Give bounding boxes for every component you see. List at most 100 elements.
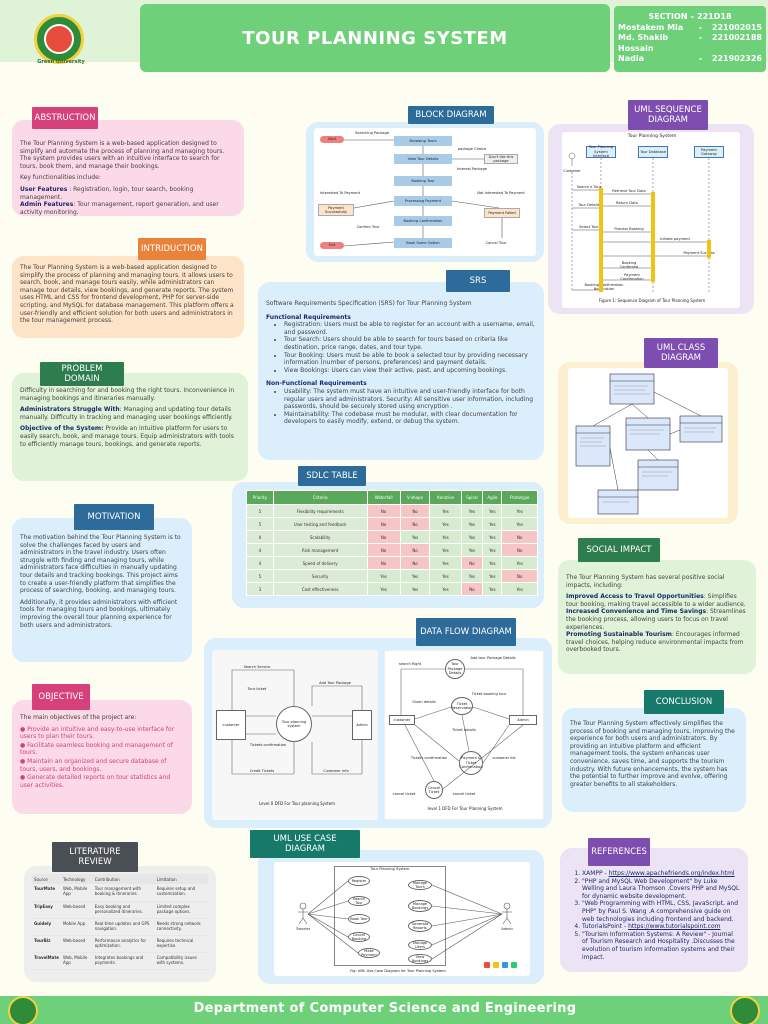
use-case: Make Payment <box>358 948 380 958</box>
abstract-card: The Tour Planning System is a web-based … <box>12 120 244 216</box>
system-boundary <box>334 866 446 966</box>
objective-label: OBJECTIVE <box>32 684 90 710</box>
classdiag-label: UML CLASS DIAGRAM <box>644 338 718 368</box>
usecase-label: UML USE CASE DIAGRAM <box>250 830 360 858</box>
diagram-node: Booking Tour <box>394 176 452 186</box>
dfd0-arrows <box>231 669 363 775</box>
diagram-node: Tour planning system <box>276 706 312 742</box>
use-case: Cancel Booking <box>348 932 370 942</box>
sdlc-label: SDLC TABLE <box>298 466 366 486</box>
decor-icon <box>493 962 499 968</box>
footer-logo-right <box>730 996 760 1024</box>
lifeline: Tour Planning System Interface <box>586 145 616 158</box>
system-title: Tour Planning System <box>370 866 410 871</box>
decor-icon <box>502 962 508 968</box>
diagram-node: Book Some Option <box>394 238 452 248</box>
block-diagram-label: BLOCK DIAGRAM <box>408 106 494 124</box>
dfd-level0-diagram: Tour planning system customer Admin Sear… <box>212 650 378 820</box>
problem-label: PROBLEM DOMAIN <box>40 362 124 386</box>
list-item: Increased Convenience and Time Savings: … <box>566 608 746 631</box>
decor-icon <box>511 962 517 968</box>
list-item: Tour Booking: Users must be able to book… <box>284 352 536 367</box>
motivation-card: The motivation behind the Tour Planning … <box>12 518 192 662</box>
objective-card: The main objectives of the project are: … <box>12 700 192 814</box>
reference-link[interactable]: https://www.apachefriends.org/index.html <box>608 870 735 877</box>
actor-label: Customer <box>563 168 581 173</box>
dataflow-card: Tour planning system customer Admin Sear… <box>204 638 552 828</box>
diagram-node: Admin <box>352 710 372 740</box>
logo-emblem-icon <box>44 24 74 54</box>
use-case: View Bookings <box>408 954 432 964</box>
diagram-node: Cancel Ticket <box>425 781 443 799</box>
list-item: Usability: The system must have an intui… <box>284 388 536 411</box>
literature-label: LITERATURE REVIEW <box>52 842 138 872</box>
abstract-label: ABSTRUCTION <box>32 107 98 129</box>
usecase-caption: Fig: UML Use Case Diagram for Tour Plann… <box>350 968 446 973</box>
motivation-p2: Additionally, it provides administrators… <box>20 598 178 629</box>
use-case: Generate Reports <box>408 920 432 932</box>
problem-card: Difficulty in searching for and booking … <box>12 373 248 481</box>
objective-item: ● Maintain an organized and secure datab… <box>20 757 167 773</box>
decor-icon <box>484 962 490 968</box>
reference-item: "Web Programming with HTML, CSS, JavaScr… <box>582 900 740 923</box>
section-code: SECTION – 221D18 <box>648 12 732 21</box>
logo-caption: Green University <box>37 59 85 65</box>
use-case: Manage Tours <box>408 880 432 890</box>
usecase-diagram: Tour Planning System Register Manage Tou… <box>274 862 530 976</box>
objective-item: ● Provide an intuitive and easy-to-use i… <box>20 725 175 741</box>
srs-nonfunc-title: Non-Functional Requirements <box>266 380 367 388</box>
sequence-caption: Figure 1: Sequence Diagram of Tour Plann… <box>598 298 706 304</box>
introduction-label: INTRIDUCTION <box>138 238 206 260</box>
dfd0-caption: Level 0 DFD For Tour planning System <box>258 800 336 806</box>
class-diagram <box>568 368 728 518</box>
reference-item: TutorialsPoint - https://www.tutorialspo… <box>582 923 740 931</box>
references-label: REFERENCES <box>588 838 650 866</box>
srs-intro: Software Requirements Specification (SRS… <box>266 300 472 307</box>
decor-icons <box>484 962 517 968</box>
actor-admin-label: Admin <box>501 926 513 931</box>
block-arrows <box>343 139 503 247</box>
diagram-node: Start <box>320 136 344 143</box>
reference-link[interactable]: https://www.tutorialspoint.com <box>628 923 721 931</box>
usecase-card: Tour Planning System Register Manage Tou… <box>258 850 544 984</box>
motivation-p1: The motivation behind the Tour Planning … <box>20 534 181 595</box>
sequence-lines <box>568 152 711 292</box>
diagram-node: Processing Payment <box>394 196 452 206</box>
sequence-label: UML SEQUENCE DIAGRAM <box>628 100 708 130</box>
footer-title: Department of Computer Science and Engin… <box>193 1001 577 1016</box>
diagram-node: View Tour Details <box>394 154 452 164</box>
diagram-node: Browsing Tours <box>394 136 452 146</box>
dfd1-caption: level 1 DFD For Tour Planning System <box>427 805 503 811</box>
lifeline: Payment Gateway <box>694 146 724 158</box>
diagram-node: customer <box>389 715 415 725</box>
reference-item: XAMPP - https://www.apachefriends.org/in… <box>582 870 740 878</box>
use-case: Search Tour <box>348 896 370 906</box>
footer-logo-left <box>8 996 38 1024</box>
objective-item: ● Facilitate seamless booking and manage… <box>20 741 173 757</box>
conclusion-label: CONCLUSION <box>644 690 724 714</box>
list-item: Promoting Sustainable Tourism: Encourage… <box>566 631 744 654</box>
member-row: Mostakem Mia-221002015 <box>618 22 762 32</box>
diagram-node: End <box>320 242 344 249</box>
srs-functional-list: Registration: Users must be able to regi… <box>266 321 536 374</box>
references-list: XAMPP - https://www.apachefriends.org/in… <box>568 870 740 961</box>
list-item: View Bookings: Users can view their acti… <box>284 367 536 375</box>
conclusion-card: The Tour Planning System effectively sim… <box>562 708 746 812</box>
srs-func-title: Functional Requirements <box>266 313 351 321</box>
reference-item: "PHP and MySQL Web Development" by Luke … <box>582 878 740 901</box>
abstract-key-intro: Key functionalities include: <box>20 174 101 182</box>
